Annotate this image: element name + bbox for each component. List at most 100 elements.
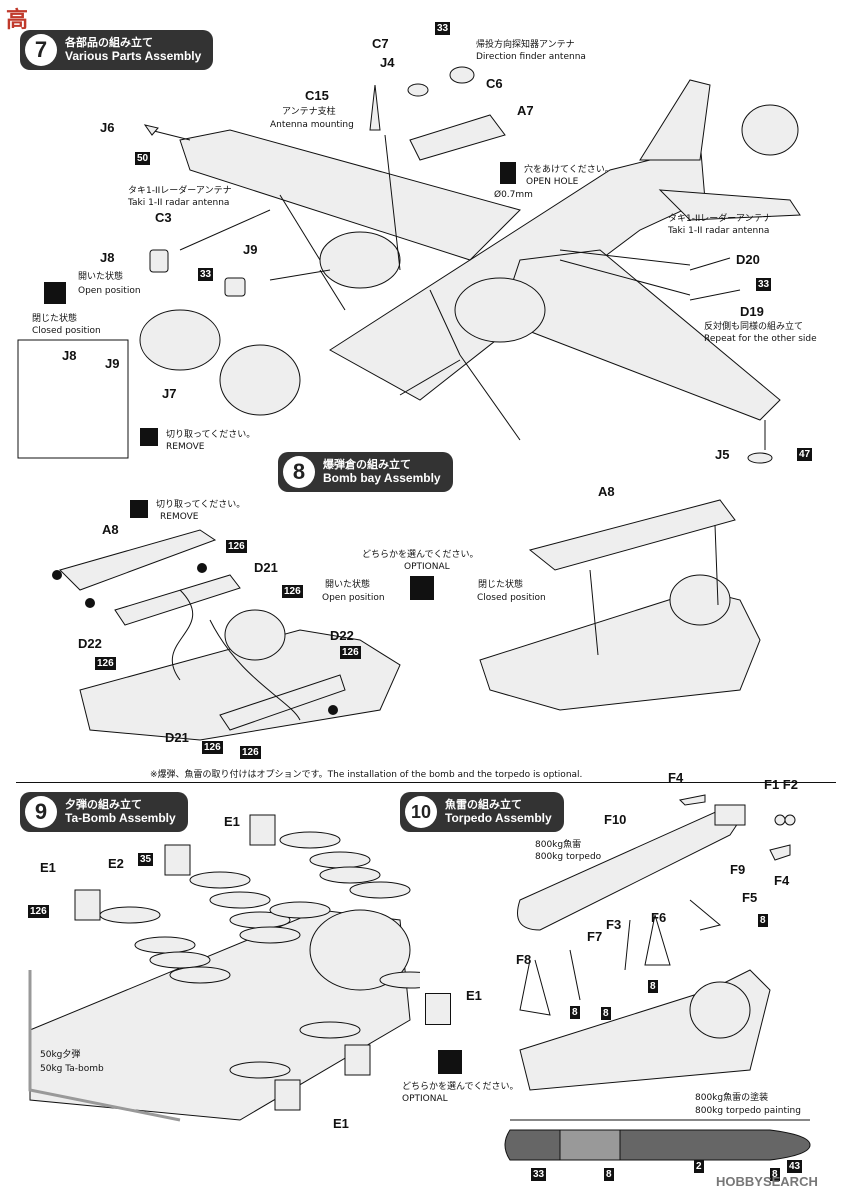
label-a8-left: A8 (102, 522, 119, 537)
bomb-bay-open-en: Open position (322, 593, 385, 603)
antenna-mount-en: Antenna mounting (270, 120, 354, 130)
part-count-33b: 33 (198, 268, 214, 281)
label-e1b: E1 (224, 814, 240, 829)
label-j8-inset: J8 (62, 348, 77, 363)
ta-bomb-optional-jp: どちらかを選んでください。 (402, 1082, 519, 1092)
part-count-33a: 33 (435, 22, 451, 35)
label-f7: F7 (587, 929, 603, 944)
antenna-mount-jp: アンテナ支柱 (282, 107, 336, 117)
watermark-logo: 高 (6, 7, 29, 32)
label-j6: J6 (100, 120, 115, 135)
label-c7: C7 (372, 36, 389, 51)
step10-title-en: Torpedo Assembly (445, 811, 552, 825)
bomb-bay-open-jp: 開いた状態 (325, 580, 371, 590)
open-position-en: Open position (78, 286, 141, 296)
part-count-126f: 126 (240, 746, 261, 759)
label-d20: D20 (736, 252, 760, 267)
label-d19: D19 (740, 304, 764, 319)
step7-diagram (17, 66, 801, 464)
df-antenna-en: Direction finder antenna (476, 52, 586, 62)
label-j5: J5 (715, 447, 730, 462)
part-count-8c: 8 (601, 1007, 611, 1020)
part-count-126d: 126 (340, 646, 361, 659)
radar-left-en: Taki 1-II radar antenna (128, 198, 230, 208)
step8-header: 8 爆弾倉の組み立て Bomb bay Assembly (278, 452, 453, 492)
label-j4: J4 (380, 55, 395, 70)
step10-title-jp: 魚雷の組み立て (445, 799, 522, 811)
part-count-33c: 33 (756, 278, 772, 291)
step9-title-jp: 夕弾の組み立て (65, 799, 142, 811)
torpedo-en: 800kg torpedo (535, 852, 602, 862)
df-antenna-jp: 帰投方向探知器アンテナ (476, 40, 575, 50)
step8-diagram (52, 499, 761, 741)
part-count-126e: 126 (202, 741, 223, 754)
part-count-43: 43 (787, 1160, 803, 1173)
bomb-bay-remove-en: REMOVE (160, 512, 199, 522)
part-count-8d: 8 (570, 1006, 580, 1019)
part-count-8e: 8 (604, 1168, 614, 1181)
step8-title-en: Bomb bay Assembly (323, 471, 441, 485)
label-d22a: D22 (78, 636, 102, 651)
label-a7: A7 (517, 103, 534, 118)
label-f8: F8 (516, 952, 532, 967)
part-count-33-step10: 33 (531, 1168, 547, 1181)
part-count-8f: 8 (770, 1168, 780, 1181)
part-count-50: 50 (135, 152, 151, 165)
part-count-8b: 8 (648, 980, 658, 993)
label-e1d: E1 (333, 1116, 349, 1131)
label-f5: F5 (742, 890, 758, 905)
open-position-jp: 開いた状態 (78, 272, 124, 282)
step7-header: 7 各部品の組み立て Various Parts Assembly (20, 30, 214, 70)
ta-bomb-optional-en: OPTIONAL (402, 1094, 448, 1104)
label-f4a: F4 (668, 770, 684, 785)
ta-bomb-en: 50kg Ta-bomb (40, 1064, 104, 1074)
part-count-35: 35 (138, 853, 154, 866)
label-f6: F6 (651, 910, 667, 925)
step10-number: 10 (405, 796, 437, 828)
label-e1c: E1 (466, 988, 482, 1003)
bomb-bay-optional-en: OPTIONAL (404, 562, 450, 572)
step9-diagram (28, 814, 420, 1122)
label-c15: C15 (305, 88, 329, 103)
label-f1-f2: F1 F2 (764, 777, 798, 792)
ta-bomb-jp: 50kg夕弾 (40, 1050, 81, 1060)
label-c6: C6 (486, 76, 503, 91)
step7-number: 7 (25, 34, 57, 66)
label-e2: E2 (108, 856, 124, 871)
repeat-en: Repeat for the other side (704, 334, 817, 344)
radar-right-en: Taki 1-II radar antenna (668, 226, 770, 236)
closed-position-en: Closed position (32, 326, 101, 336)
part-count-126c: 126 (95, 657, 116, 670)
torpedo-paint-jp: 800kg魚雷の塗装 (695, 1093, 769, 1103)
label-e1a: E1 (40, 860, 56, 875)
label-d21b: D21 (165, 730, 189, 745)
label-f4b: F4 (774, 873, 790, 888)
section-divider (16, 782, 836, 783)
label-j9-inset: J9 (105, 356, 120, 371)
step9-hanger-right (425, 993, 451, 1025)
label-j9: J9 (243, 242, 258, 257)
bomb-bay-remove-jp: 切り取ってください。 (156, 500, 246, 510)
closed-position-jp: 閉じた状態 (32, 314, 78, 324)
hole-size: Ø0.7mm (494, 190, 533, 200)
optional-note: ※爆弾、魚雷の取り付けはオプションです。The installation of … (150, 770, 583, 780)
torpedo-paint-en: 800kg torpedo painting (695, 1106, 801, 1116)
label-d22b: D22 (330, 628, 354, 643)
part-count-2: 2 (694, 1160, 704, 1173)
part-count-126-step9: 126 (28, 905, 49, 918)
step9-option-icon (438, 1050, 462, 1074)
step9-header: 9 夕弾の組み立て Ta-Bomb Assembly (20, 792, 188, 832)
label-f9: F9 (730, 862, 746, 877)
torpedo-jp: 800kg魚雷 (535, 840, 582, 850)
label-a8-right: A8 (598, 484, 615, 499)
step10-diagram (504, 794, 811, 1161)
remove-jp: 切り取ってください。 (166, 430, 256, 440)
label-j8: J8 (100, 250, 115, 265)
bomb-bay-closed-en: Closed position (477, 593, 546, 603)
step8-title-jp: 爆弾倉の組み立て (323, 459, 411, 471)
bomb-bay-optional-jp: どちらかを選んでください。 (362, 550, 479, 560)
step7-title-en: Various Parts Assembly (65, 49, 202, 63)
step10-header: 10 魚雷の組み立て Torpedo Assembly (400, 792, 564, 832)
part-count-47: 47 (797, 448, 813, 461)
label-j7: J7 (162, 386, 177, 401)
